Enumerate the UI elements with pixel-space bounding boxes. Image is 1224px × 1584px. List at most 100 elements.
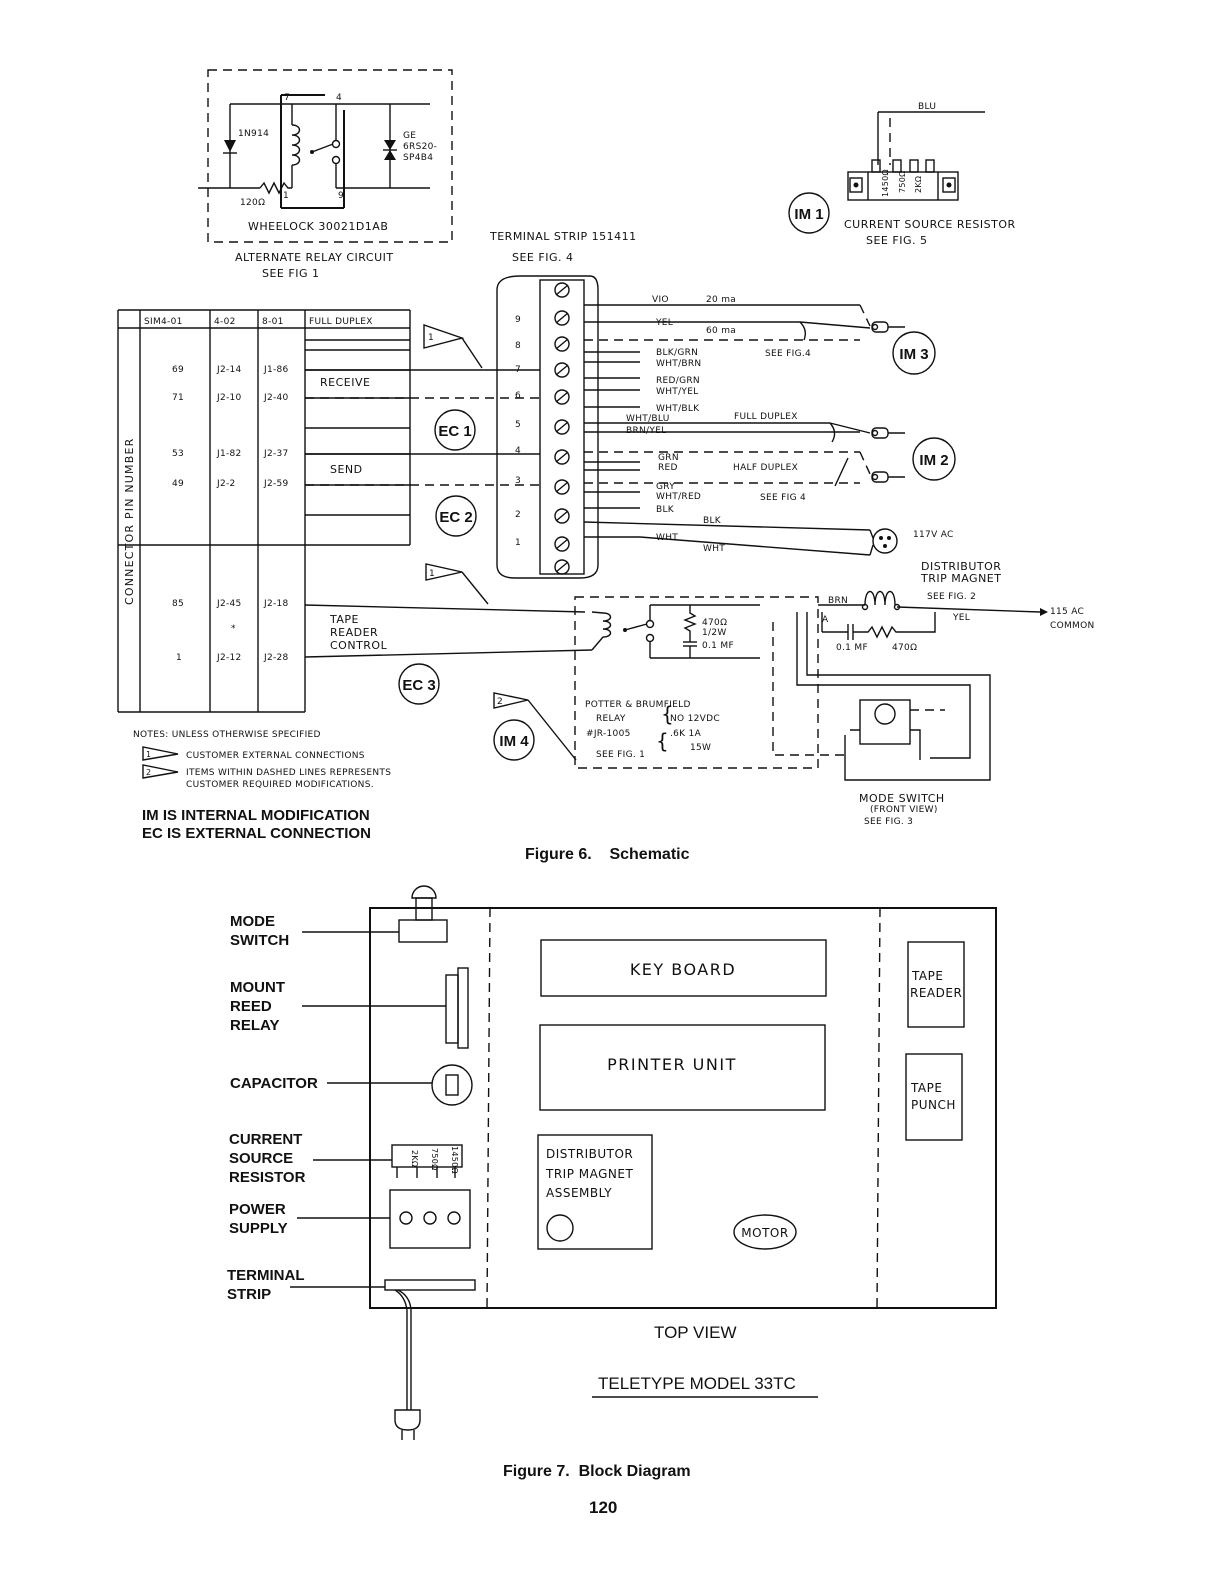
hdr-801: 8-01 (262, 317, 284, 327)
tape-reader-2: READER (910, 986, 962, 1000)
terminal-screw (554, 508, 570, 524)
note-2a: ITEMS WITHIN DASHED LINES REPRESENTS (186, 768, 391, 778)
model-label: TELETYPE MODEL 33TC (598, 1374, 796, 1393)
lbl-power-2: SUPPLY (229, 1220, 288, 1237)
blu-wire-label: BLU (918, 102, 936, 112)
ts-num-3: 3 (515, 476, 521, 486)
lbl-terminal-2: STRIP (227, 1286, 271, 1303)
relay-model-label: WHEELOCK 30021D1AB (248, 220, 388, 233)
terminal-screw (554, 389, 570, 405)
pin-r7-c2: J2-12 (216, 653, 242, 663)
pin-r3-c1: 53 (172, 449, 184, 459)
terminal-screw (554, 419, 570, 435)
terminal-strip: TERMINAL STRIP 151411 SEE FIG. 4 9 8 7 6… (489, 230, 636, 579)
mode-switch-title: MODE SWITCH (859, 792, 945, 805)
alt-relay-title: ALTERNATE RELAY CIRCUIT (235, 251, 394, 264)
note-flag-1: 1 (146, 750, 151, 759)
pin-r3-c2: J1-82 (216, 449, 242, 459)
lbl-capacitor: CAPACITOR (230, 1075, 318, 1092)
motor-box: MOTOR (741, 1226, 788, 1240)
terminal-screw-slot (555, 451, 569, 463)
tape-punch-2: PUNCH (911, 1098, 956, 1112)
ec3-badge: EC 3 (402, 677, 435, 694)
im1-badge: IM 1 (794, 206, 823, 223)
wire-vio: VIO (652, 295, 669, 305)
note-flag-2: 2 (146, 768, 151, 777)
flag-2: 2 (497, 697, 503, 707)
pin-r4-c2: J2-2 (216, 479, 236, 489)
potter-3: #JR-1005 (586, 729, 631, 739)
block-diagram: 2KΩ 750Ω 1450Ω KEY BOARD PRINTER UNIT DI… (227, 885, 997, 1440)
relay-pin-1: 1 (283, 191, 289, 201)
ts-num-9: 9 (515, 315, 521, 325)
brn-label: BRN (828, 596, 848, 606)
note-1: CUSTOMER EXTERNAL CONNECTIONS (186, 751, 365, 761)
lbl-power-1: POWER (229, 1201, 286, 1218)
res-2k: 2KΩ (914, 176, 923, 193)
im1-title: CURRENT SOURCE RESISTOR (844, 218, 1016, 231)
lbl-mount-2: REED (230, 998, 272, 1015)
pin-r2-c2: J2-10 (216, 393, 242, 403)
common-1: 115 AC (1050, 607, 1084, 617)
notes-title: NOTES: UNLESS OTHERWISE SPECIFIED (133, 730, 321, 740)
spec-2: .6K 1A (670, 729, 702, 739)
reed-r-watt: 1/2W (702, 628, 727, 638)
trc-line-2: READER (330, 626, 378, 639)
see-fig4-b: SEE FIG 4 (760, 493, 806, 503)
reed-cap: 0.1 MF (702, 641, 734, 651)
trc-line-1: TAPE (329, 613, 359, 626)
ec2-badge: EC 2 (439, 509, 472, 526)
see-fig4-a: SEE FIG.4 (765, 349, 811, 359)
tape-reader-1: TAPE (911, 969, 943, 983)
terminal-screw (554, 310, 570, 326)
flag-1-b: 1 (429, 569, 435, 579)
potter-4: SEE FIG. 1 (596, 750, 645, 760)
wire-brn-yel: BRN/YEL (626, 426, 667, 436)
note-2b: CUSTOMER REQUIRED MODIFICATIONS. (186, 780, 374, 790)
bd-res-2k: 2KΩ (410, 1150, 419, 1167)
hdr-sim4: SIM4-01 (144, 317, 183, 327)
pin-r4-c3: J2-59 (263, 479, 289, 489)
reed-relay-circuit: 470Ω 1/2W 0.1 MF POTTER & BRUMFIELD RELA… (493, 560, 1095, 827)
ec1-badge: EC 1 (438, 423, 471, 440)
full-duplex-label: FULL DUPLEX (734, 412, 798, 422)
terminal-screw-slot (555, 510, 569, 522)
figure6-caption: Figure 6. Schematic (525, 846, 690, 863)
wire-wht-brn: WHT/BRN (656, 359, 701, 369)
pin-r3-c3: J2-37 (263, 449, 289, 459)
figure7-caption: Figure 7. Block Diagram (503, 1463, 691, 1480)
legend-im: IM IS INTERNAL MODIFICATION (142, 807, 370, 824)
connector-pin-number-label: CONNECTOR PIN NUMBER (123, 438, 136, 605)
wire-blk-2: BLK (703, 516, 722, 526)
terminal-screw (554, 282, 570, 298)
im3-badge: IM 3 (899, 346, 928, 363)
lbl-mount-3: RELAY (230, 1017, 279, 1034)
wire-wht-blk: WHT/BLK (656, 404, 700, 414)
suppressor-line-3: SP4B4 (403, 153, 433, 163)
common-2: COMMON (1050, 621, 1095, 631)
pin-r1-c2: J2-14 (216, 365, 242, 375)
im2-badge: IM 2 (919, 452, 948, 469)
pin-r2-c3: J2-40 (263, 393, 289, 403)
pin-r5-c2: J2-45 (216, 599, 242, 609)
tape-punch-1: TAPE (910, 1081, 942, 1095)
wire-gry: GRY (656, 482, 675, 492)
page-number: 120 (589, 1498, 617, 1517)
terminal-screw (554, 479, 570, 495)
terminal-screw-slot (555, 481, 569, 493)
wire-wht-blu: WHT/BLU (626, 414, 670, 424)
terminal-strip-see: SEE FIG. 4 (512, 251, 573, 264)
pin-r2-c1: 71 (172, 393, 184, 403)
connector-pin-table: CONNECTOR PIN NUMBER SIM4-01 4-02 8-01 F… (117, 309, 593, 713)
relay-pin-7: 7 (284, 93, 290, 103)
current-source-resistor-detail: BLU 1450Ω 750Ω 2KΩ IM 1 CURRENT SOURCE R… (788, 102, 1016, 247)
wire-blk-grn: BLK/GRN (656, 348, 698, 358)
dist-box-3: ASSEMBLY (546, 1186, 612, 1200)
wire-red-grn: RED/GRN (656, 376, 700, 386)
ts-num-6: 6 (515, 391, 521, 401)
pin-r5-c3: J2-18 (263, 599, 289, 609)
potter-2: RELAY (596, 714, 626, 724)
terminal-screw (554, 449, 570, 465)
alt-relay-see: SEE FIG 1 (262, 267, 319, 280)
